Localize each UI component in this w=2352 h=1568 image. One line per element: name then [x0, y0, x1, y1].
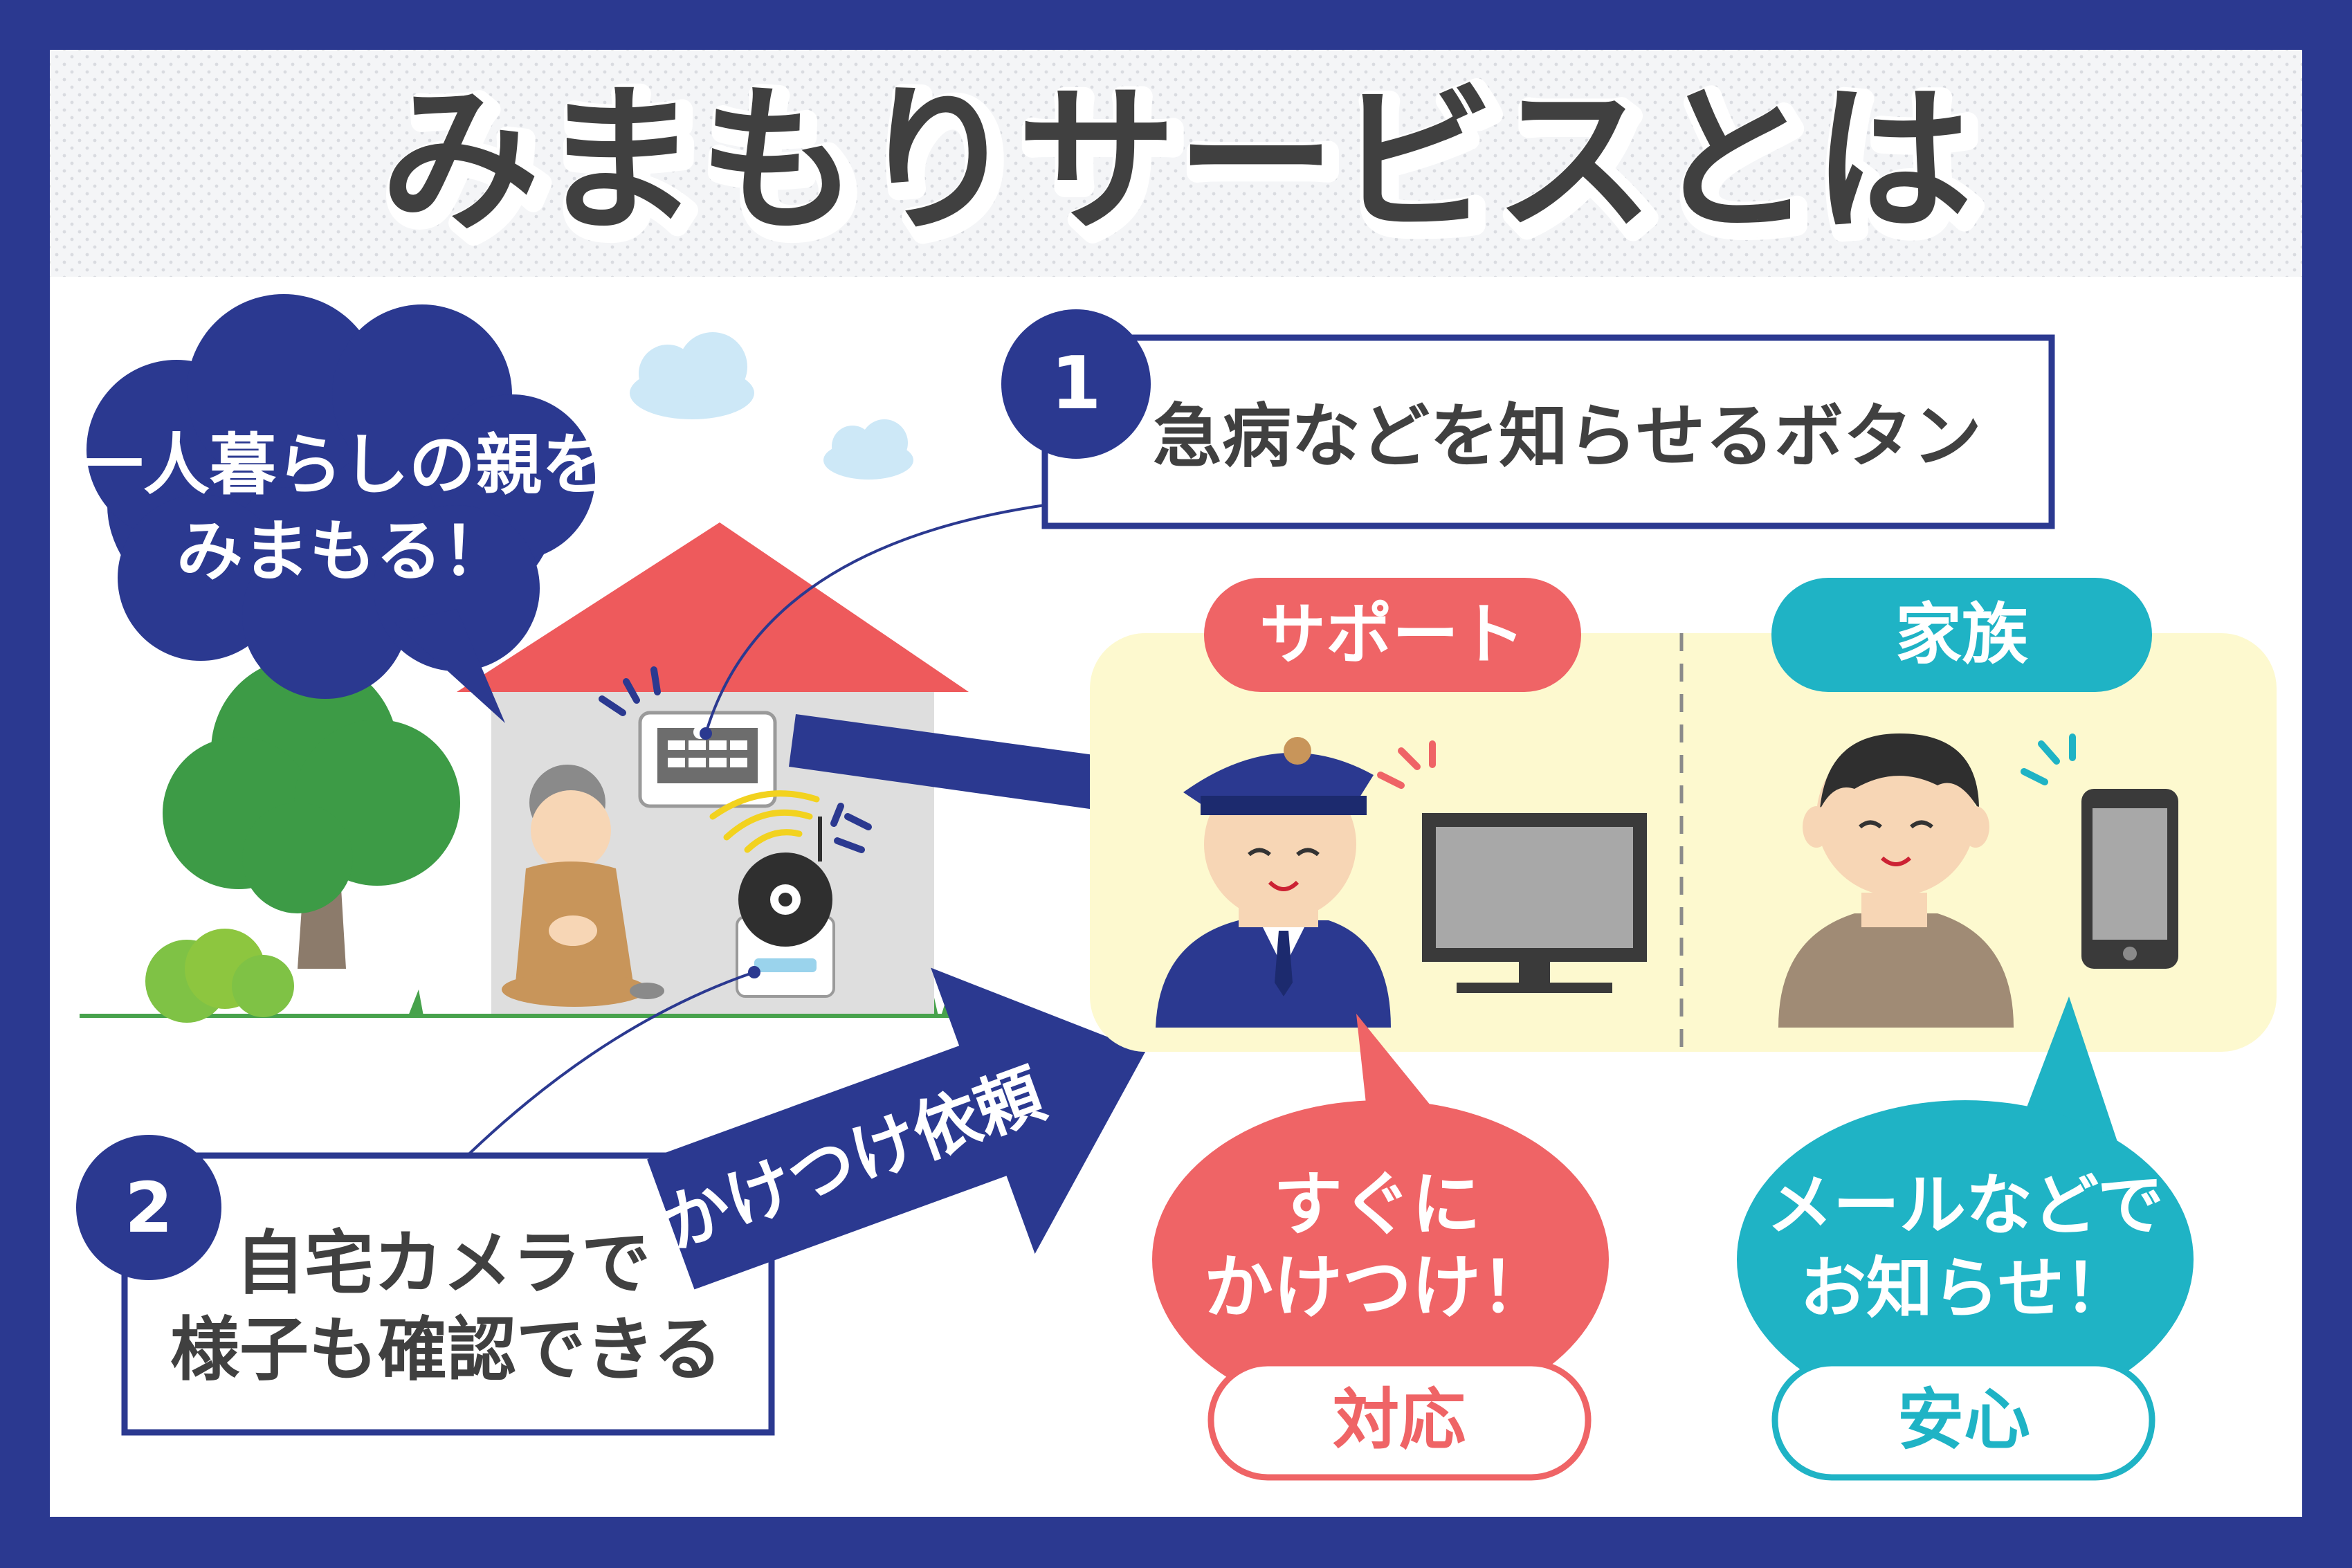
- support-tag: 対応: [1333, 1381, 1466, 1459]
- support-tag-pill: [1207, 1360, 1592, 1481]
- page-title-shadow: みまもりサービスとは: [388, 76, 1979, 261]
- wifi-signal-icon: [709, 790, 820, 853]
- alert-lines-icon: [1377, 740, 1436, 789]
- connector-line-1: [704, 504, 1046, 734]
- family-bubble-line-1: メールなどで: [1767, 1167, 2164, 1244]
- security-guard-illustration: [1156, 737, 1391, 1028]
- family-tag-pill: [1771, 1360, 2155, 1481]
- family-heading: 家族: [1895, 596, 2028, 673]
- support-heading: サポート: [1259, 596, 1525, 673]
- connector-dot: [748, 966, 760, 978]
- family-member-illustration: [1778, 733, 2014, 1028]
- alert-lines-icon: [599, 666, 661, 716]
- title-band: [50, 50, 2302, 277]
- family-bubble-line-2: お知らせ！: [1800, 1250, 2131, 1327]
- alert-lines-icon: [830, 803, 872, 853]
- connector-line-2: [459, 971, 755, 1164]
- support-bubble-line-2: かけつけ！: [1204, 1247, 1550, 1328]
- page-title: みまもりサービスとは: [381, 69, 1972, 254]
- camera-device: [736, 817, 835, 998]
- support-bubble-line-1: すぐに: [1273, 1164, 1481, 1245]
- step2-number-badge: [76, 1135, 221, 1280]
- family-tag: 安心: [1897, 1381, 2030, 1459]
- step2-label-line-1: 自宅カメラで: [235, 1223, 650, 1304]
- cloud-icon: [630, 332, 754, 419]
- smartphone-icon: [2081, 789, 2178, 969]
- tree-icon: [145, 657, 460, 1023]
- alert-lines-icon: [2021, 733, 2076, 785]
- support-heading-pill: [1204, 578, 1581, 692]
- family-heading-pill: [1771, 578, 2152, 692]
- support-speech-bubble: [1152, 1014, 1609, 1419]
- notify-arrow-icon: [789, 714, 1176, 844]
- connector-dot: [700, 727, 712, 740]
- monitor-icon: [1422, 813, 1647, 993]
- step1-number-badge: [1001, 309, 1151, 459]
- step2-label-line-2: 様子も確認できる: [170, 1309, 722, 1390]
- step2-number: 2: [125, 1167, 173, 1248]
- emergency-button-device: [638, 711, 777, 808]
- speech-bubble-line-1: 一人暮らしの親を: [77, 426, 608, 504]
- step1-number: 1: [1050, 341, 1101, 426]
- speech-bubble: [86, 294, 595, 723]
- step1-box: [1041, 334, 2055, 529]
- speech-bubble-line-2: みまもる！: [176, 513, 509, 590]
- step1-label: 急病などを知らせるボタン: [1153, 396, 1982, 477]
- grandmother-illustration: [502, 765, 664, 1007]
- family-speech-bubble: [1737, 996, 2194, 1419]
- cloud-icon-small: [823, 419, 913, 480]
